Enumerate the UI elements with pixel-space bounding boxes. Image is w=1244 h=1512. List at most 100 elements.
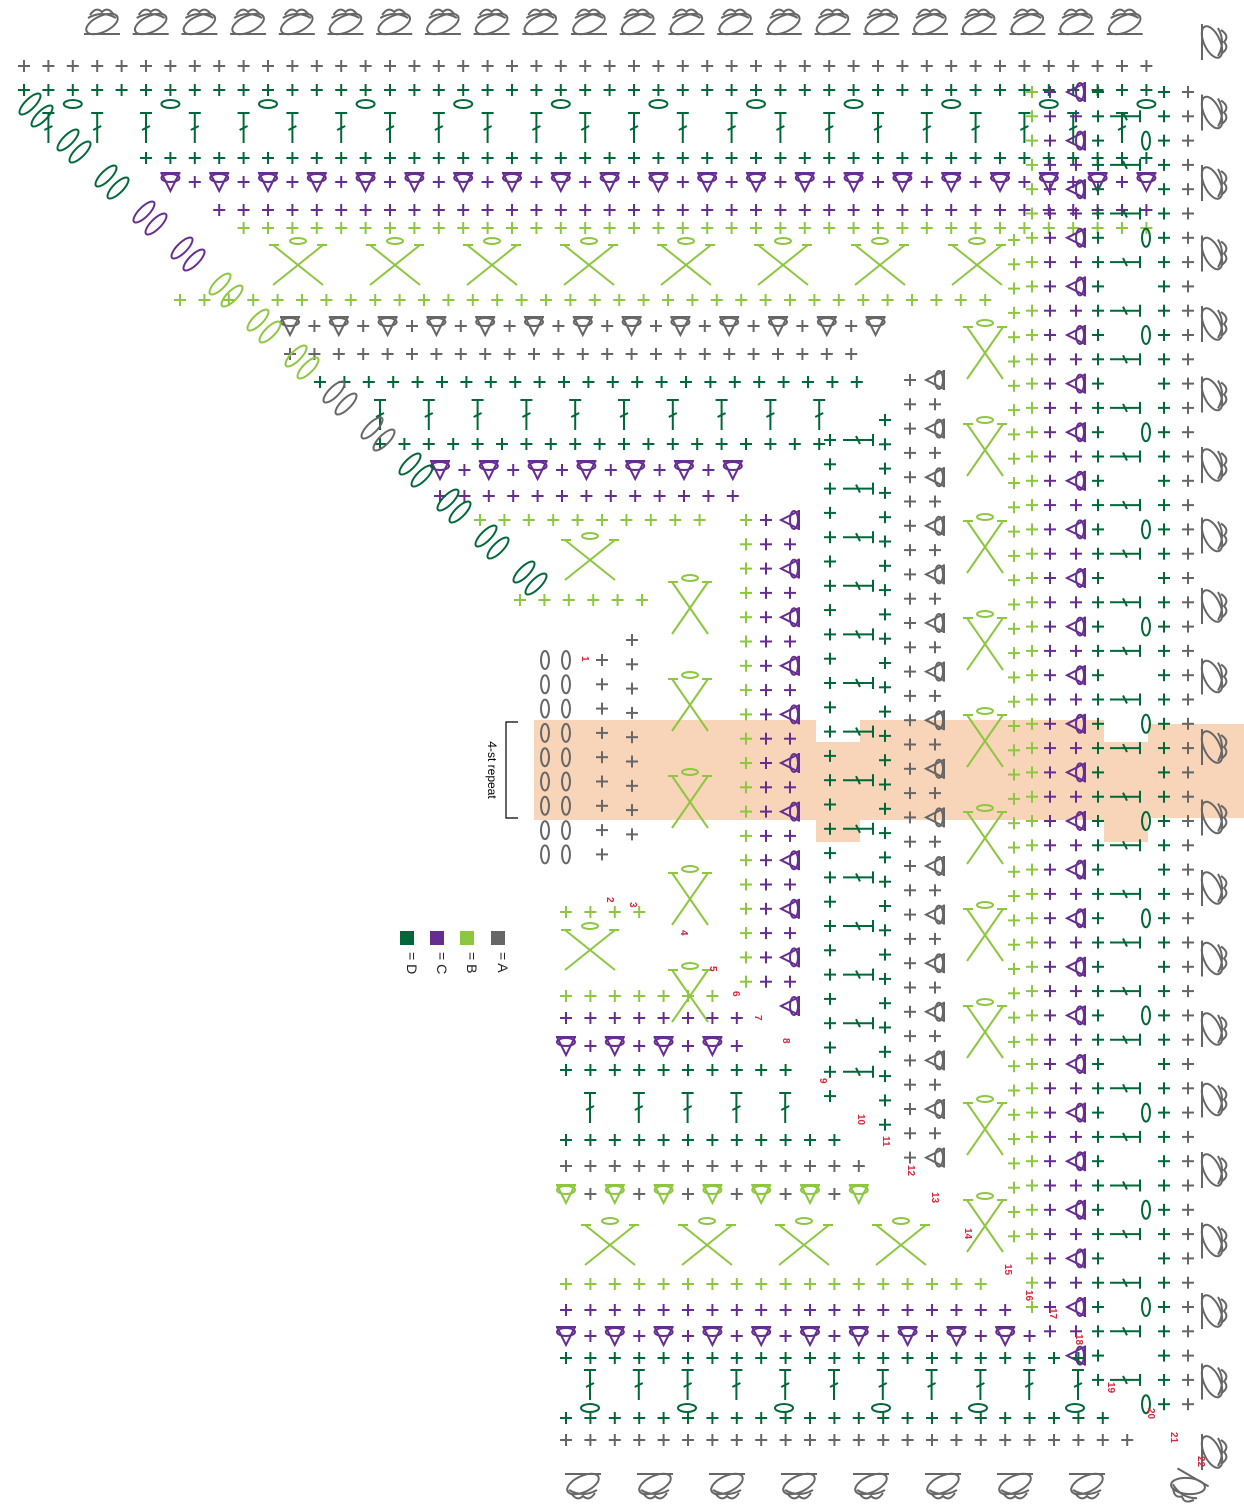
sc-stitch <box>1026 304 1038 317</box>
sc-stitch <box>1044 693 1056 706</box>
sc-stitch <box>560 1352 572 1364</box>
sc-stitch <box>1026 523 1038 536</box>
sc-stitch <box>1092 742 1104 755</box>
sc-stitch <box>750 152 762 164</box>
sc-stitch <box>929 1078 941 1091</box>
sc-stitch <box>926 1304 938 1316</box>
sc-stitch <box>554 222 567 234</box>
sc-stitch <box>1008 1157 1020 1170</box>
sc-stitch <box>950 1434 963 1446</box>
chain-stitch <box>1136 99 1157 109</box>
sc-stitch <box>772 348 784 360</box>
sc-stitch <box>706 1012 719 1024</box>
dc-stitch <box>843 482 874 495</box>
sc-stitch <box>740 902 752 915</box>
sc-stitch <box>877 1412 890 1424</box>
sc-stitch <box>655 376 668 388</box>
sc-stitch <box>715 438 728 450</box>
sc-stitch <box>633 1160 646 1172</box>
cross-stitch <box>668 962 712 1023</box>
sc-stitch <box>579 152 592 164</box>
row-number-label: 3 <box>627 902 638 908</box>
sc-stitch <box>579 60 592 72</box>
sc-stitch <box>1044 134 1056 147</box>
chain-stitch <box>1141 1005 1151 1026</box>
sc-stitch <box>904 519 916 532</box>
sc-stitch <box>506 204 518 216</box>
sc-stitch <box>701 60 714 72</box>
sc-stitch <box>1092 1058 1104 1070</box>
sc-stitch <box>1026 280 1038 293</box>
chain-stitch <box>540 698 550 719</box>
sc-stitch <box>929 981 941 994</box>
sc-stitch <box>779 1412 792 1424</box>
sc-stitch <box>560 1064 572 1076</box>
sc-stitch <box>652 60 665 72</box>
sc-stitch <box>286 152 299 164</box>
sc-stitch <box>1158 620 1170 633</box>
sc-stitch <box>1092 572 1104 584</box>
cluster-stitch <box>604 1036 625 1058</box>
sc-stitch <box>1026 474 1038 487</box>
sc-stitch <box>596 514 608 526</box>
sc-stitch <box>1044 547 1056 560</box>
picot <box>1200 94 1228 131</box>
sc-stitch <box>1026 450 1038 463</box>
cluster-stitch <box>502 172 522 194</box>
sc-stitch <box>1072 1412 1085 1424</box>
dc-stitch <box>843 725 874 738</box>
sc-stitch <box>945 152 958 164</box>
sc-stitch <box>930 294 943 306</box>
sc-stitch <box>760 611 772 624</box>
sc-stitch <box>1044 1228 1056 1241</box>
sc-stitch <box>823 84 836 96</box>
dc-stitch <box>1110 1082 1141 1095</box>
sc-stitch <box>896 222 909 234</box>
sc-stitch <box>929 495 941 508</box>
sc-stitch <box>164 152 177 164</box>
sc-stitch <box>603 152 616 164</box>
sc-stitch <box>804 1434 816 1446</box>
sc-stitch <box>994 222 1006 234</box>
sc-stitch <box>1070 304 1082 317</box>
sc-stitch <box>596 848 608 861</box>
sc-stitch <box>530 60 543 72</box>
sc-stitch <box>560 1160 572 1172</box>
sc-stitch <box>872 60 884 72</box>
sc-stitch <box>904 617 916 629</box>
dc-stitch <box>1023 1369 1036 1400</box>
sc-stitch <box>779 1188 792 1200</box>
chain-stitch <box>1141 1394 1151 1415</box>
sc-stitch <box>1092 426 1104 439</box>
picot <box>1009 8 1046 36</box>
sc-stitch <box>1158 207 1170 220</box>
chain-stitch <box>540 844 550 865</box>
sc-stitch <box>760 829 772 842</box>
dc-stitch <box>1018 112 1031 143</box>
sc-stitch <box>1092 644 1104 657</box>
sc-stitch <box>879 414 891 426</box>
sc-stitch <box>950 1412 963 1424</box>
row-number-label: 18 <box>1073 1334 1084 1346</box>
sc-stitch <box>750 204 762 216</box>
sc-stitch <box>1116 152 1128 164</box>
sc-stitch <box>1044 1058 1056 1070</box>
sc-stitch <box>879 851 891 864</box>
sc-stitch <box>601 320 614 332</box>
sc-stitch <box>1026 86 1038 98</box>
sc-stitch <box>657 1352 670 1364</box>
sc-stitch <box>584 1012 597 1024</box>
cross-stitch <box>657 237 715 286</box>
sc-stitch <box>784 586 796 599</box>
sc-stitch <box>271 294 284 306</box>
color-legend: = A = B = C = D <box>400 931 511 974</box>
cluster-stitch <box>778 558 800 579</box>
sc-stitch <box>784 684 796 697</box>
sc-stitch <box>950 1352 963 1364</box>
dc-stitch <box>569 399 582 430</box>
sc-stitch <box>730 1352 743 1364</box>
sc-stitch <box>760 659 772 672</box>
cross-stitch <box>963 901 1007 962</box>
sc-stitch <box>310 60 323 72</box>
sc-stitch <box>579 222 592 234</box>
